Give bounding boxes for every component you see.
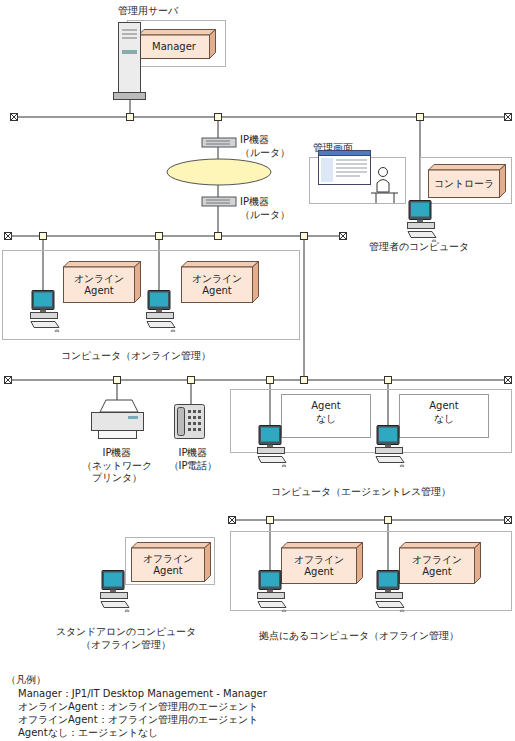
legend-text: オフラインAgent：オフライン管理用のエージェント xyxy=(18,714,258,727)
box-text: Manager xyxy=(152,41,196,54)
agent-box: オンライン Agent xyxy=(181,261,259,303)
line-terminator xyxy=(5,114,512,524)
admin-screen-illustration xyxy=(319,151,399,204)
agent-box: Manager xyxy=(138,29,216,59)
box-text-area: オンライン Agent xyxy=(181,267,253,303)
group-frame: 拠点にあるコンピュータ（オフライン管理）オフライン Agentオフライン Age… xyxy=(230,531,512,611)
box-text-area: Agent なし xyxy=(282,395,370,437)
group-frame: 管理者のコンピュータコントローラ xyxy=(420,157,512,204)
device-label: IP機器 （ルータ） xyxy=(240,196,300,221)
device-label: IP機器 （IP電話） xyxy=(163,447,223,472)
group-heading: コンピュータ（エージェントレス管理） xyxy=(271,486,451,499)
box-front xyxy=(429,170,500,198)
group-heading: 管理用サーバ xyxy=(118,5,178,18)
printer-icon xyxy=(92,400,144,439)
legend-text: Manager：JP1/IT Desktop Management - Mana… xyxy=(18,688,267,701)
box-front xyxy=(139,35,210,59)
agent-box: オフライン Agent xyxy=(131,542,211,582)
box-text: オンライン Agent xyxy=(184,273,250,298)
box-text: オフライン Agent xyxy=(404,554,470,579)
box-top xyxy=(429,165,506,171)
box-front xyxy=(282,548,357,584)
agent-box: オンライン Agent xyxy=(63,261,141,303)
box-top xyxy=(132,543,211,549)
group-heading: 管理者のコンピュータ xyxy=(369,241,469,254)
group-frame: 管理用サーバManager xyxy=(127,20,226,67)
agentless-box: Agent なし xyxy=(399,394,489,438)
box-front xyxy=(64,267,135,303)
network-cloud xyxy=(167,159,271,185)
box-text-area: コントローラ xyxy=(428,170,500,198)
box-text-area: Manager xyxy=(138,35,210,59)
box-front xyxy=(400,548,475,584)
line-junction xyxy=(40,114,424,524)
box-top xyxy=(139,30,216,36)
box-top xyxy=(64,262,141,268)
box-text: オンライン Agent xyxy=(66,273,132,298)
agentless-box: Agent なし xyxy=(281,394,371,438)
legend-text: オンラインAgent：オンライン管理用のエージェント xyxy=(18,701,258,714)
legend-row: オンラインAgent：オンライン管理用のエージェント xyxy=(18,701,258,714)
network-line xyxy=(8,100,508,572)
group-heading: スタンドアロンのコンピュータ （オフライン管理） xyxy=(46,626,206,651)
box-text: オフライン Agent xyxy=(136,553,200,578)
group-heading: コンピュータ（オンライン管理） xyxy=(61,350,211,363)
group-frame: スタンドアロンのコンピュータ （オフライン管理）オフライン Agent xyxy=(125,537,215,585)
box-text-area: オフライン Agent xyxy=(399,548,475,584)
legend-heading: （凡例） xyxy=(6,674,46,687)
box-text-area: オンライン Agent xyxy=(63,267,135,303)
box-text: オフライン Agent xyxy=(286,554,352,579)
box-side xyxy=(253,262,259,303)
device-label: IP機器 （ネットワーク プリンタ） xyxy=(77,447,157,485)
box-top xyxy=(400,543,481,549)
device-label: IP機器 （ルータ） xyxy=(240,134,300,159)
box-text: コントローラ xyxy=(434,178,494,191)
legend-row: オフラインAgent：オフライン管理用のエージェント xyxy=(18,714,258,727)
legend-row: Agentなし：エージェントなし xyxy=(18,727,158,740)
box-front xyxy=(182,267,253,303)
box-side xyxy=(475,543,481,584)
box-side xyxy=(500,165,506,198)
ip-phone-icon xyxy=(175,405,205,439)
box-top xyxy=(182,262,259,268)
box-text-area: Agent なし xyxy=(400,395,488,437)
agent-box: オフライン Agent xyxy=(281,542,363,584)
router-symbol xyxy=(202,138,236,206)
box-top xyxy=(282,543,363,549)
group-heading: 拠点にあるコンピュータ（オフライン管理） xyxy=(259,630,459,643)
group-frame: コンピュータ（オンライン管理）オンライン Agentオンライン Agent xyxy=(2,250,300,340)
box-front xyxy=(132,548,205,582)
computer-icon xyxy=(31,201,437,613)
box-text: Agent なし xyxy=(302,400,350,425)
box-side xyxy=(357,543,363,584)
box-side xyxy=(135,262,141,303)
box-text-area: オフライン Agent xyxy=(131,548,205,582)
group-heading: 管理画面 xyxy=(313,142,353,155)
box-side xyxy=(205,543,211,582)
group-frame: コンピュータ（エージェントレス管理）Agent なしAgent なし xyxy=(230,389,512,453)
agent-box: コントローラ xyxy=(428,164,506,198)
agent-box: オフライン Agent xyxy=(399,542,481,584)
box-side xyxy=(210,30,216,59)
box-text-area: オフライン Agent xyxy=(281,548,357,584)
box-text: Agent なし xyxy=(420,400,468,425)
server-icon xyxy=(114,23,146,100)
legend-text: Agentなし：エージェントなし xyxy=(18,727,158,740)
legend-row: Manager：JP1/IT Desktop Management - Mana… xyxy=(18,688,267,701)
group-frame: 管理画面 xyxy=(309,157,406,204)
